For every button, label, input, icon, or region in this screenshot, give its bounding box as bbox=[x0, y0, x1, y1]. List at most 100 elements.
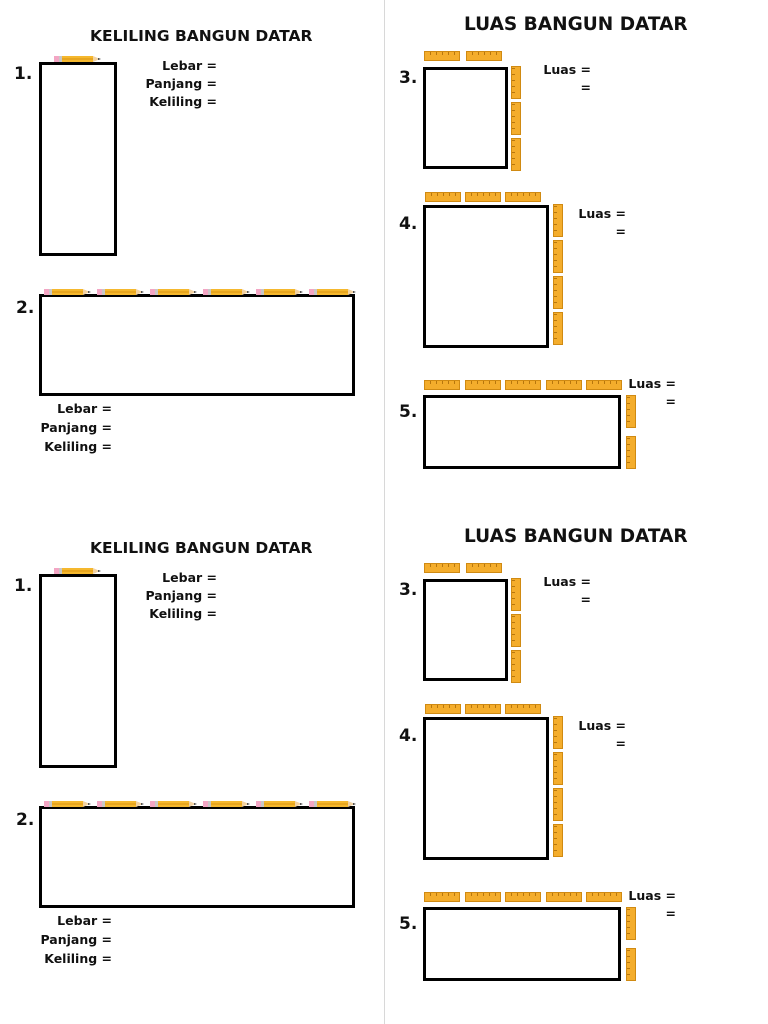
ruler-icon bbox=[425, 192, 461, 202]
problem-1-keliling: Keliling = bbox=[149, 606, 217, 621]
ruler-icon bbox=[553, 788, 563, 821]
problem-2-rectangle bbox=[39, 294, 355, 396]
pencil-icon bbox=[309, 793, 358, 807]
ruler-icon bbox=[466, 563, 502, 573]
problem-3-luas: Luas = bbox=[543, 574, 591, 589]
ruler-icon bbox=[511, 138, 521, 171]
problem-1-rectangle bbox=[39, 62, 117, 256]
pencil-icon bbox=[54, 560, 103, 574]
ruler-icon bbox=[464, 892, 501, 902]
pencil-icon bbox=[256, 793, 305, 807]
pencil-icon bbox=[44, 793, 93, 807]
ruler-icon bbox=[424, 380, 460, 390]
page-divider bbox=[384, 0, 385, 1024]
problem-5-result: = bbox=[665, 906, 676, 921]
problem-2-number: 2. bbox=[16, 298, 35, 318]
problem-5-number: 5. bbox=[399, 914, 418, 934]
pencil-icon bbox=[309, 281, 358, 295]
ruler-icon bbox=[553, 276, 563, 309]
worksheet-bottom: KELILING BANGUN DATAR LUAS BANGUN DATAR … bbox=[0, 512, 768, 1024]
keliling-title: KELILING BANGUN DATAR bbox=[90, 539, 313, 557]
problem-4-rectangle bbox=[423, 205, 549, 348]
problem-2-keliling: Keliling = bbox=[44, 439, 112, 454]
ruler-icon bbox=[505, 380, 541, 390]
ruler-icon bbox=[553, 312, 563, 345]
problem-1-lebar: Lebar = bbox=[162, 570, 217, 585]
pencil-icon bbox=[124, 574, 139, 623]
pencil-icon bbox=[54, 48, 103, 62]
ruler-icon bbox=[511, 102, 521, 135]
pencil-icon bbox=[124, 724, 139, 773]
problem-3-result: = bbox=[580, 592, 591, 607]
pencil-icon bbox=[359, 346, 374, 395]
problem-5-number: 5. bbox=[399, 402, 418, 422]
ruler-icon bbox=[511, 650, 521, 683]
problem-1-number: 1. bbox=[14, 64, 33, 84]
ruler-icon bbox=[465, 704, 501, 714]
ruler-icon bbox=[545, 380, 582, 390]
problem-3-rectangle bbox=[423, 579, 508, 681]
problem-2-panjang: Panjang = bbox=[40, 420, 112, 435]
ruler-icon bbox=[505, 192, 541, 202]
ruler-icon bbox=[626, 907, 636, 940]
problem-5-rectangle bbox=[423, 395, 621, 469]
problem-4-luas: Luas = bbox=[578, 718, 626, 733]
pencil-icon bbox=[124, 112, 139, 161]
pencil-icon bbox=[124, 162, 139, 211]
ruler-icon bbox=[586, 892, 622, 902]
pencil-icon bbox=[359, 858, 374, 907]
problem-1-panjang: Panjang = bbox=[145, 76, 217, 91]
problem-2-panjang: Panjang = bbox=[40, 932, 112, 947]
ruler-icon bbox=[553, 716, 563, 749]
problem-3-number: 3. bbox=[399, 580, 418, 600]
ruler-icon bbox=[464, 380, 501, 390]
problem-1-rectangle bbox=[39, 574, 117, 768]
problem-4-number: 4. bbox=[399, 214, 418, 234]
problem-4-number: 4. bbox=[399, 726, 418, 746]
ruler-icon bbox=[505, 892, 541, 902]
problem-4-result: = bbox=[615, 224, 626, 239]
problem-4-result: = bbox=[615, 736, 626, 751]
problem-1-number: 1. bbox=[14, 576, 33, 596]
problem-2-number: 2. bbox=[16, 810, 35, 830]
problem-5-result: = bbox=[665, 394, 676, 409]
problem-4-luas: Luas = bbox=[578, 206, 626, 221]
pencil-icon bbox=[124, 624, 139, 673]
problem-2-lebar: Lebar = bbox=[57, 401, 112, 416]
ruler-icon bbox=[466, 51, 502, 61]
keliling-title: KELILING BANGUN DATAR bbox=[90, 27, 313, 45]
ruler-icon bbox=[505, 704, 541, 714]
ruler-icon bbox=[553, 824, 563, 857]
problem-3-result: = bbox=[580, 80, 591, 95]
ruler-icon bbox=[425, 704, 461, 714]
ruler-icon bbox=[424, 892, 460, 902]
pencil-icon bbox=[203, 281, 252, 295]
problem-3-number: 3. bbox=[399, 68, 418, 88]
pencil-icon bbox=[359, 295, 374, 344]
problem-3-luas: Luas = bbox=[543, 62, 591, 77]
pencil-icon bbox=[124, 212, 139, 261]
problem-5-rectangle bbox=[423, 907, 621, 981]
problem-5-luas: Luas = bbox=[628, 888, 676, 903]
pencil-icon bbox=[44, 281, 93, 295]
worksheet-top: KELILING BANGUN DATAR LUAS BANGUN DATAR … bbox=[14, 14, 688, 469]
problem-2-keliling: Keliling = bbox=[44, 951, 112, 966]
pencil-icon bbox=[359, 807, 374, 856]
ruler-icon bbox=[553, 204, 563, 237]
ruler-icon bbox=[586, 380, 622, 390]
ruler-icon bbox=[511, 66, 521, 99]
problem-4-rectangle bbox=[423, 717, 549, 860]
pencil-icon bbox=[124, 62, 139, 111]
luas-title: LUAS BANGUN DATAR bbox=[464, 14, 688, 35]
problem-1-keliling: Keliling = bbox=[149, 94, 217, 109]
problem-3-rectangle bbox=[423, 67, 508, 169]
ruler-icon bbox=[626, 436, 636, 469]
ruler-icon bbox=[553, 752, 563, 785]
ruler-icon bbox=[626, 948, 636, 981]
pencil-icon bbox=[97, 793, 146, 807]
ruler-icon bbox=[626, 395, 636, 428]
ruler-icon bbox=[424, 563, 460, 573]
luas-title: LUAS BANGUN DATAR bbox=[464, 526, 688, 547]
ruler-icon bbox=[511, 614, 521, 647]
ruler-icon bbox=[511, 578, 521, 611]
